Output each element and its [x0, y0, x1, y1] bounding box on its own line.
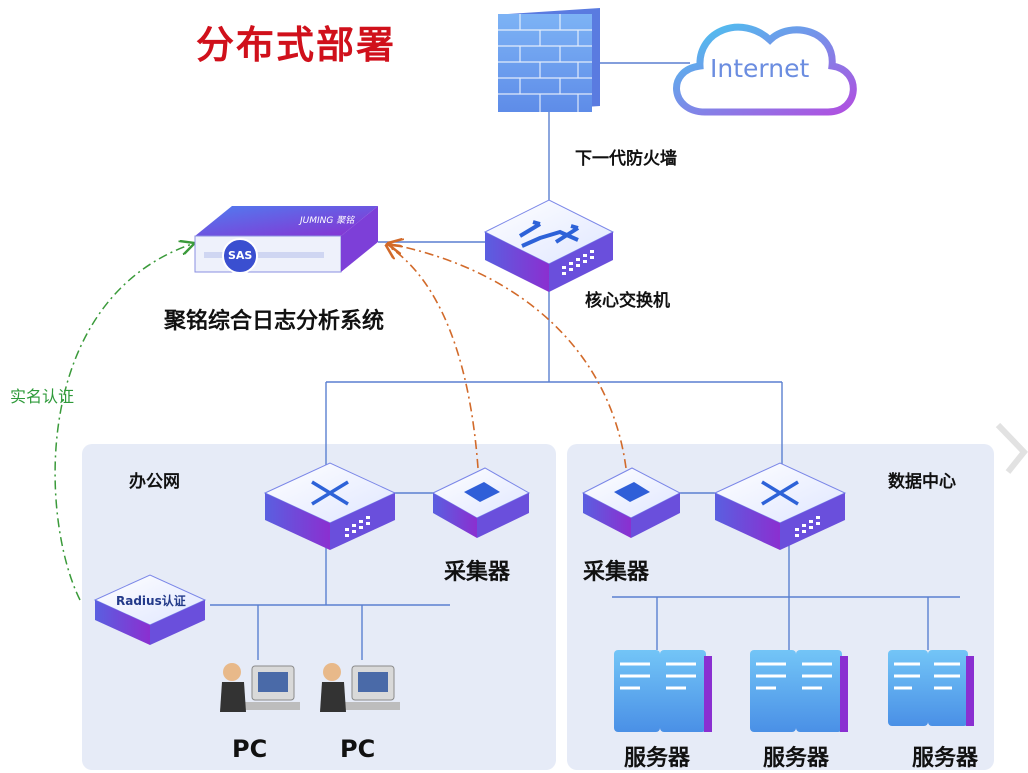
server-2-label: 服务器 — [763, 746, 830, 771]
datacenter-zone-label: 数据中心 — [888, 472, 956, 492]
office-switch-icon — [263, 462, 397, 550]
radius-device-icon — [93, 574, 207, 645]
firewall-icon — [498, 8, 600, 112]
server-3-label: 服务器 — [912, 746, 979, 771]
sas-badge: SAS — [228, 249, 253, 262]
server-1-label: 服务器 — [624, 746, 691, 771]
dc-switch-icon — [713, 462, 847, 550]
pc-1-icon — [220, 663, 300, 712]
internet-label: Internet — [710, 54, 810, 83]
server-2-icon — [750, 650, 848, 732]
core-switch-icon — [483, 199, 615, 292]
cloud-icon — [673, 23, 857, 116]
server-3-icon — [888, 650, 974, 726]
dc-collector-icon — [581, 467, 682, 538]
pc-1-label: PC — [232, 735, 268, 763]
pc-2-icon — [320, 663, 400, 712]
realname-auth-arrow — [54, 244, 192, 601]
dc-collector-label: 采集器 — [583, 560, 650, 585]
office-zone-label: 办公网 — [129, 472, 180, 492]
log-flow-datacenter — [390, 244, 627, 469]
sas-brand-label: JUMING 聚铭 — [300, 216, 355, 226]
radius-label: Radius认证 — [116, 594, 186, 608]
office-collector-label: 采集器 — [444, 560, 511, 585]
sas-label: 聚铭综合日志分析系统 — [164, 309, 385, 334]
core-switch-label: 核心交换机 — [585, 291, 670, 311]
sas-appliance-icon — [194, 206, 378, 274]
page-title: 分布式部署 — [196, 23, 397, 67]
log-flow-office — [388, 246, 479, 469]
server-1-icon — [614, 650, 712, 732]
pc-2-label: PC — [340, 735, 376, 763]
chevron-right-icon — [995, 422, 1028, 474]
firewall-label: 下一代防火墙 — [575, 149, 677, 169]
office-collector-icon — [431, 467, 531, 538]
realname-auth-label: 实名认证 — [10, 387, 75, 406]
